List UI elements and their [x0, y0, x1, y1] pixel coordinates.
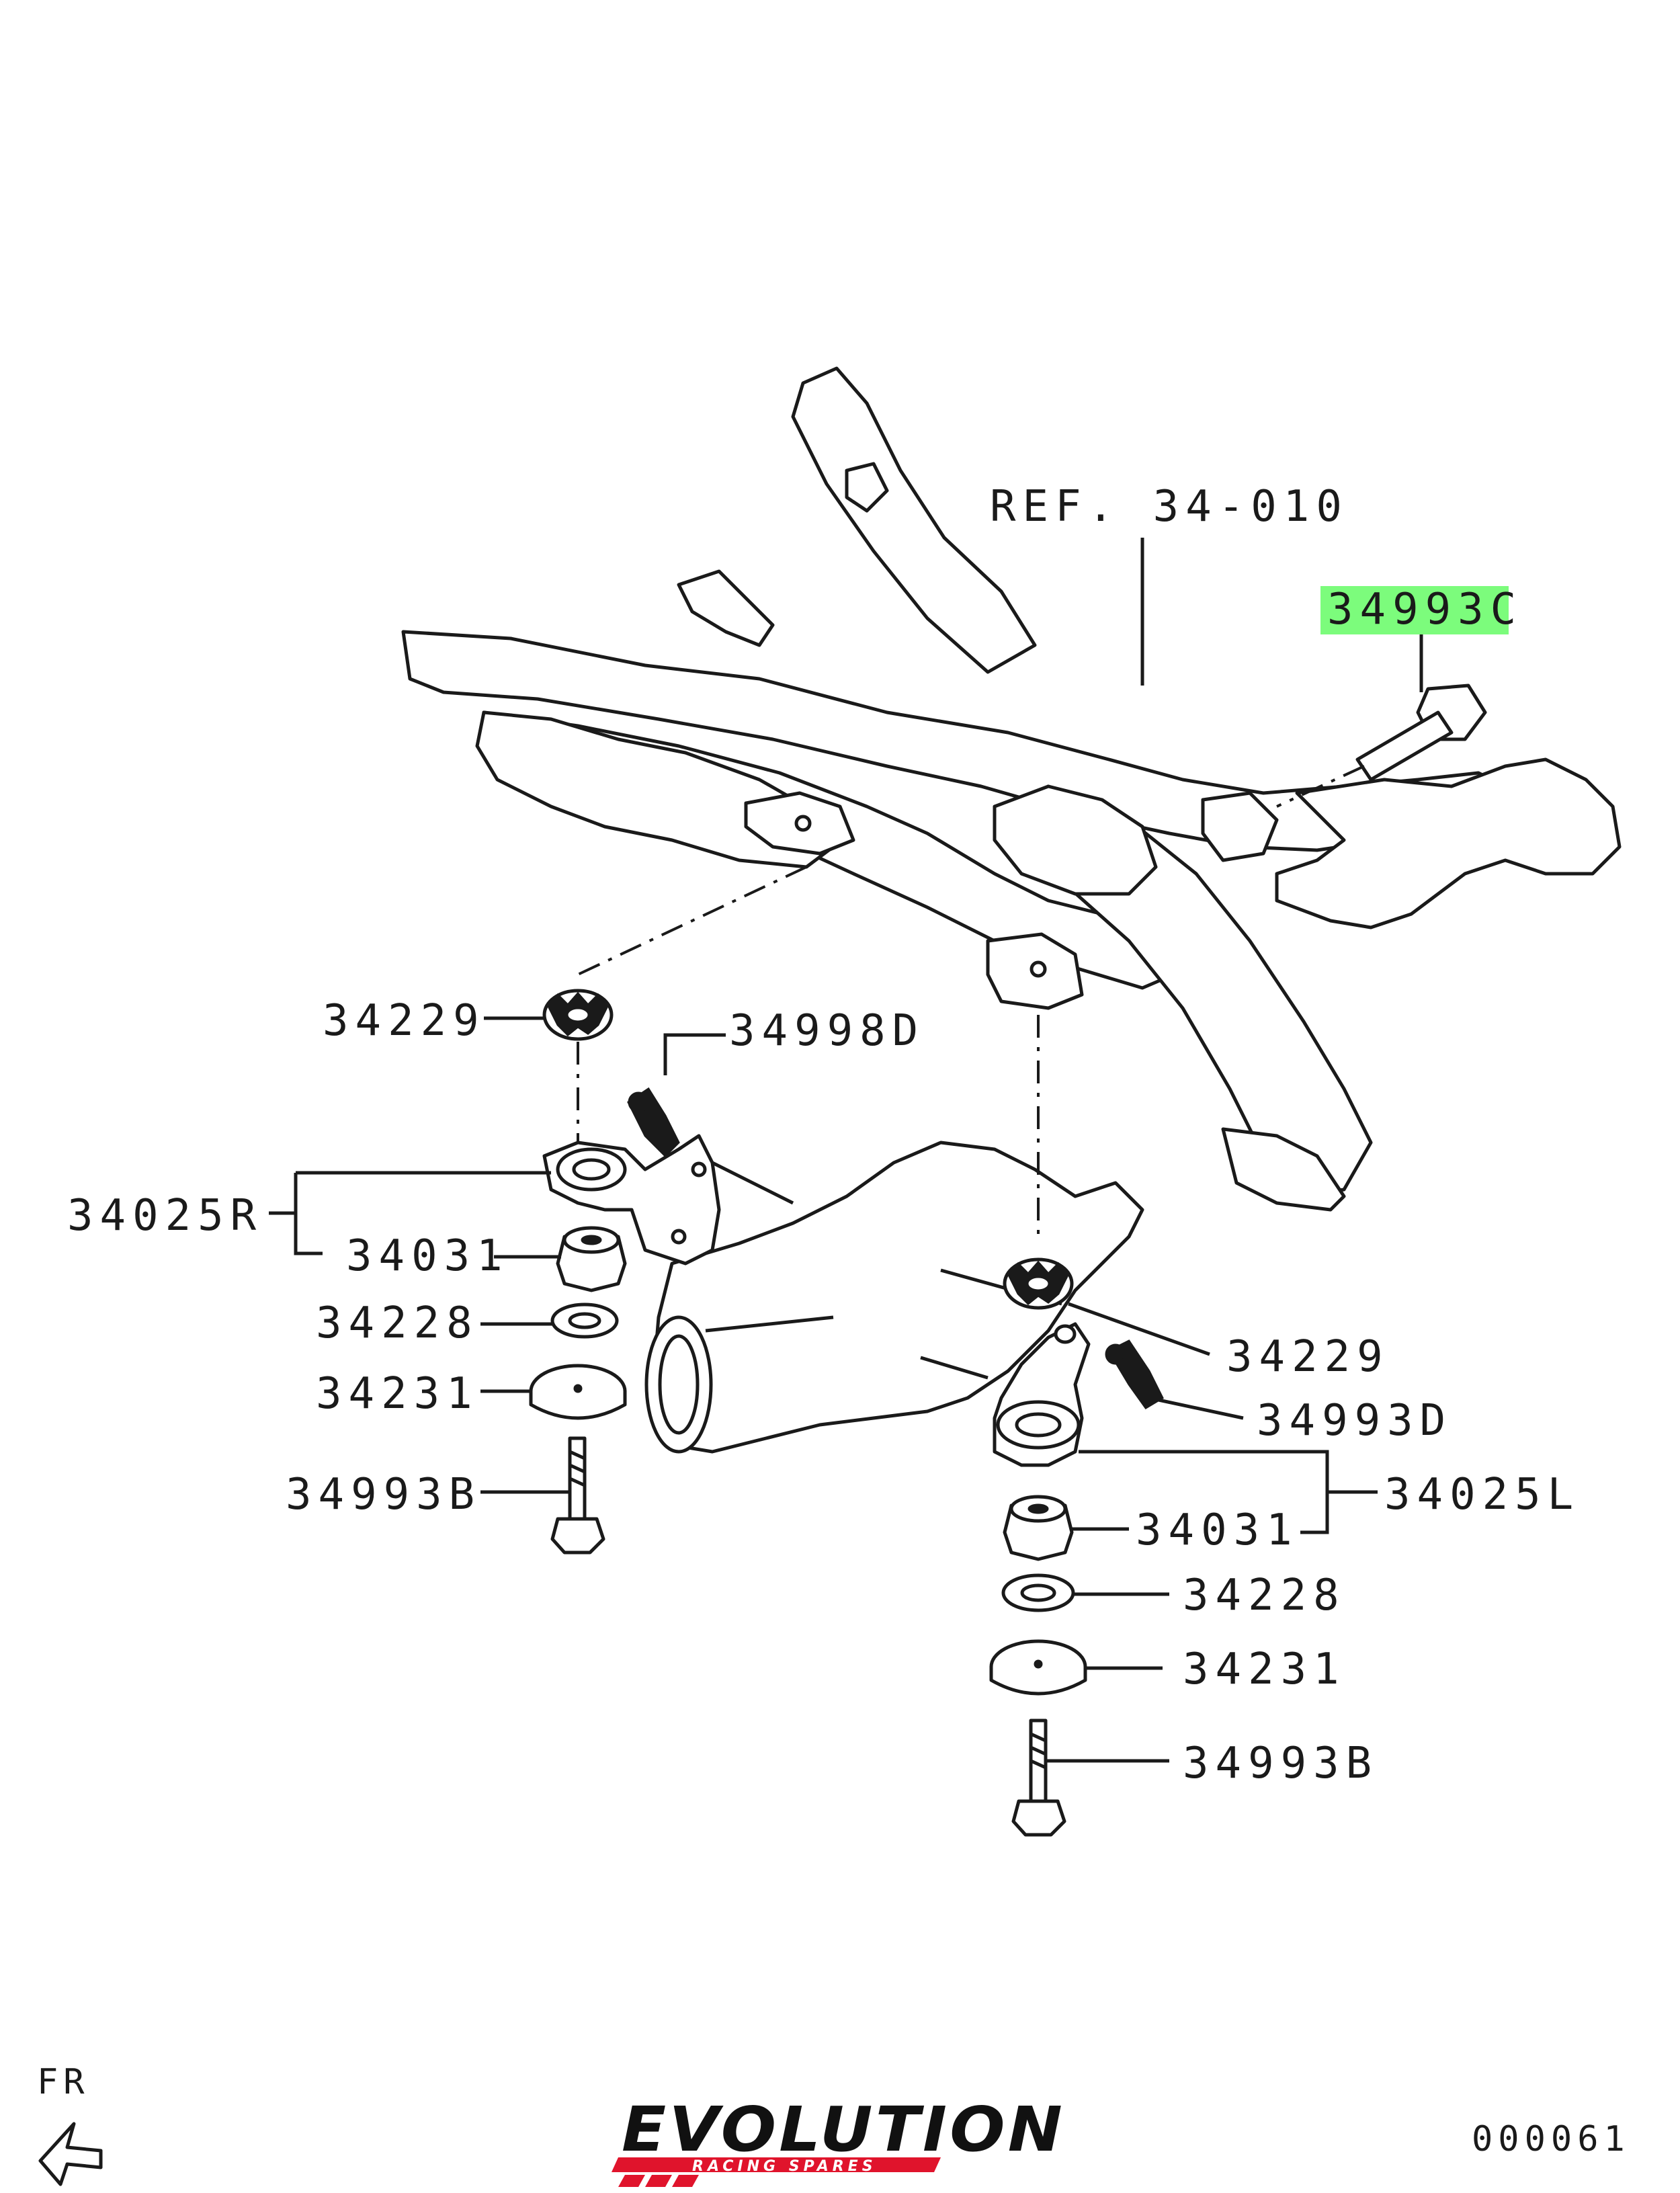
callout-34993b-r: 34993B	[286, 1470, 481, 1520]
front-arrow-icon	[38, 2122, 103, 2186]
bush-34031-l	[1003, 1495, 1074, 1561]
logo-stripes-icon	[612, 2157, 941, 2187]
callout-34031-l: 34031	[1136, 1505, 1299, 1555]
direction-label: FR	[37, 2062, 90, 2102]
bolt-34993c	[1276, 684, 1487, 808]
callout-34998d: 34998D	[729, 1006, 925, 1056]
callout-34025l: 34025L	[1384, 1470, 1580, 1520]
callout-34031-r: 34031	[346, 1231, 509, 1281]
ref-label: REF. 34-010	[990, 482, 1349, 532]
bolt-34998d	[627, 1087, 680, 1158]
bush-34031-r	[556, 1226, 627, 1292]
front-direction-marker: FR	[37, 2062, 103, 2186]
rear-subframe	[401, 366, 1622, 1212]
differential-housing	[644, 1141, 1144, 1454]
stopper-34229-l	[1003, 1257, 1074, 1310]
callout-34229-l: 34229	[1226, 1332, 1390, 1382]
callout-34993d: 34993D	[1257, 1396, 1452, 1446]
callout-34993b-l: 34993B	[1183, 1739, 1378, 1788]
mount-34025r	[542, 1134, 794, 1266]
leader-lines	[269, 538, 1423, 1763]
mount-34025l	[993, 1322, 1091, 1467]
bolt-34993b-l	[1011, 1719, 1066, 1837]
callout-34229-r: 34229	[323, 996, 486, 1046]
plate-34231-l	[989, 1639, 1087, 1696]
bolt-34993d	[1105, 1339, 1164, 1409]
callout-34228-r: 34228	[316, 1298, 479, 1348]
stopper-34229-r	[542, 989, 614, 1041]
washer-34228-r	[550, 1302, 619, 1339]
mount-stack-left	[989, 1015, 1164, 1837]
mount-stack-right	[529, 866, 807, 1555]
callout-34228-l: 34228	[1183, 1571, 1346, 1620]
washer-34228-l	[1001, 1573, 1075, 1612]
bolt-34993b-r	[550, 1436, 605, 1555]
highlight-box	[1320, 586, 1509, 634]
logo-tagline: RACING SPARES	[692, 2158, 877, 2175]
callout-34231-r: 34231	[316, 1369, 479, 1419]
callout-34993c: 34993C	[1327, 585, 1523, 634]
figure-code: 000061	[1472, 2119, 1630, 2159]
logo-wordmark: EVOLUTION	[622, 2094, 1065, 2165]
plate-34231-r	[529, 1364, 627, 1420]
callout-34231-l: 34231	[1183, 1645, 1346, 1694]
callout-34025r: 34025R	[67, 1191, 263, 1241]
evolution-racing-spares-logo: EVOLUTION RACING SPARES	[612, 2094, 1065, 2187]
